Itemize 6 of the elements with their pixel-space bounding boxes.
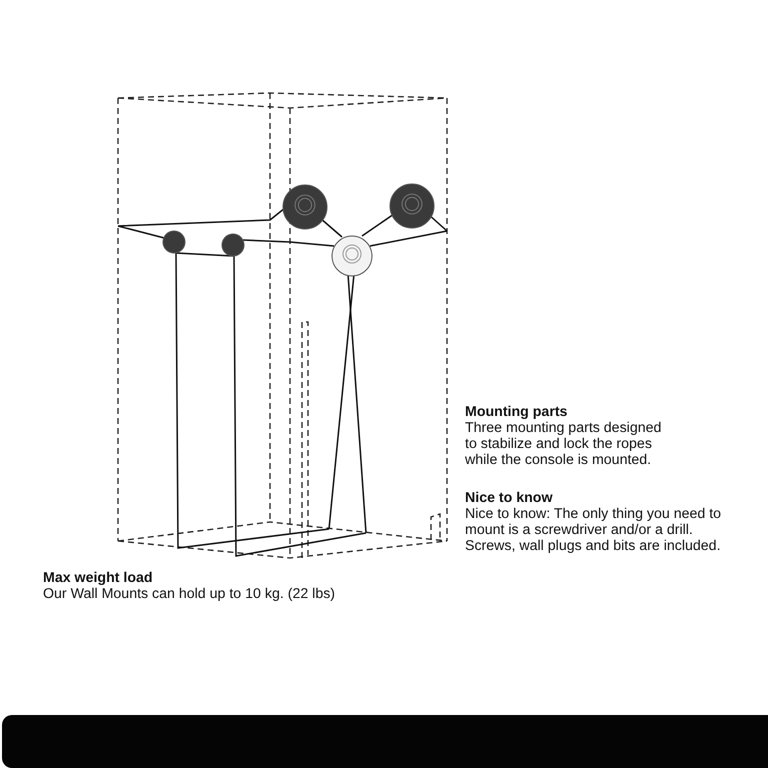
note-text: Nice to know: The only thing you need to mount is a screwdriver and/or a drill. Screws, wall plugs and bits are included.	[465, 506, 722, 554]
section-heading: Nice to know	[465, 490, 554, 506]
section-heading: Max weight load	[43, 570, 154, 586]
description-text: Three mounting parts designed to stabilize and lock the ropes while the console is mounted.	[465, 420, 662, 468]
section-heading: Mounting parts	[465, 404, 568, 420]
description-text: Our Wall Mounts can hold up to 10 kg. (22 lbs)	[43, 586, 336, 602]
